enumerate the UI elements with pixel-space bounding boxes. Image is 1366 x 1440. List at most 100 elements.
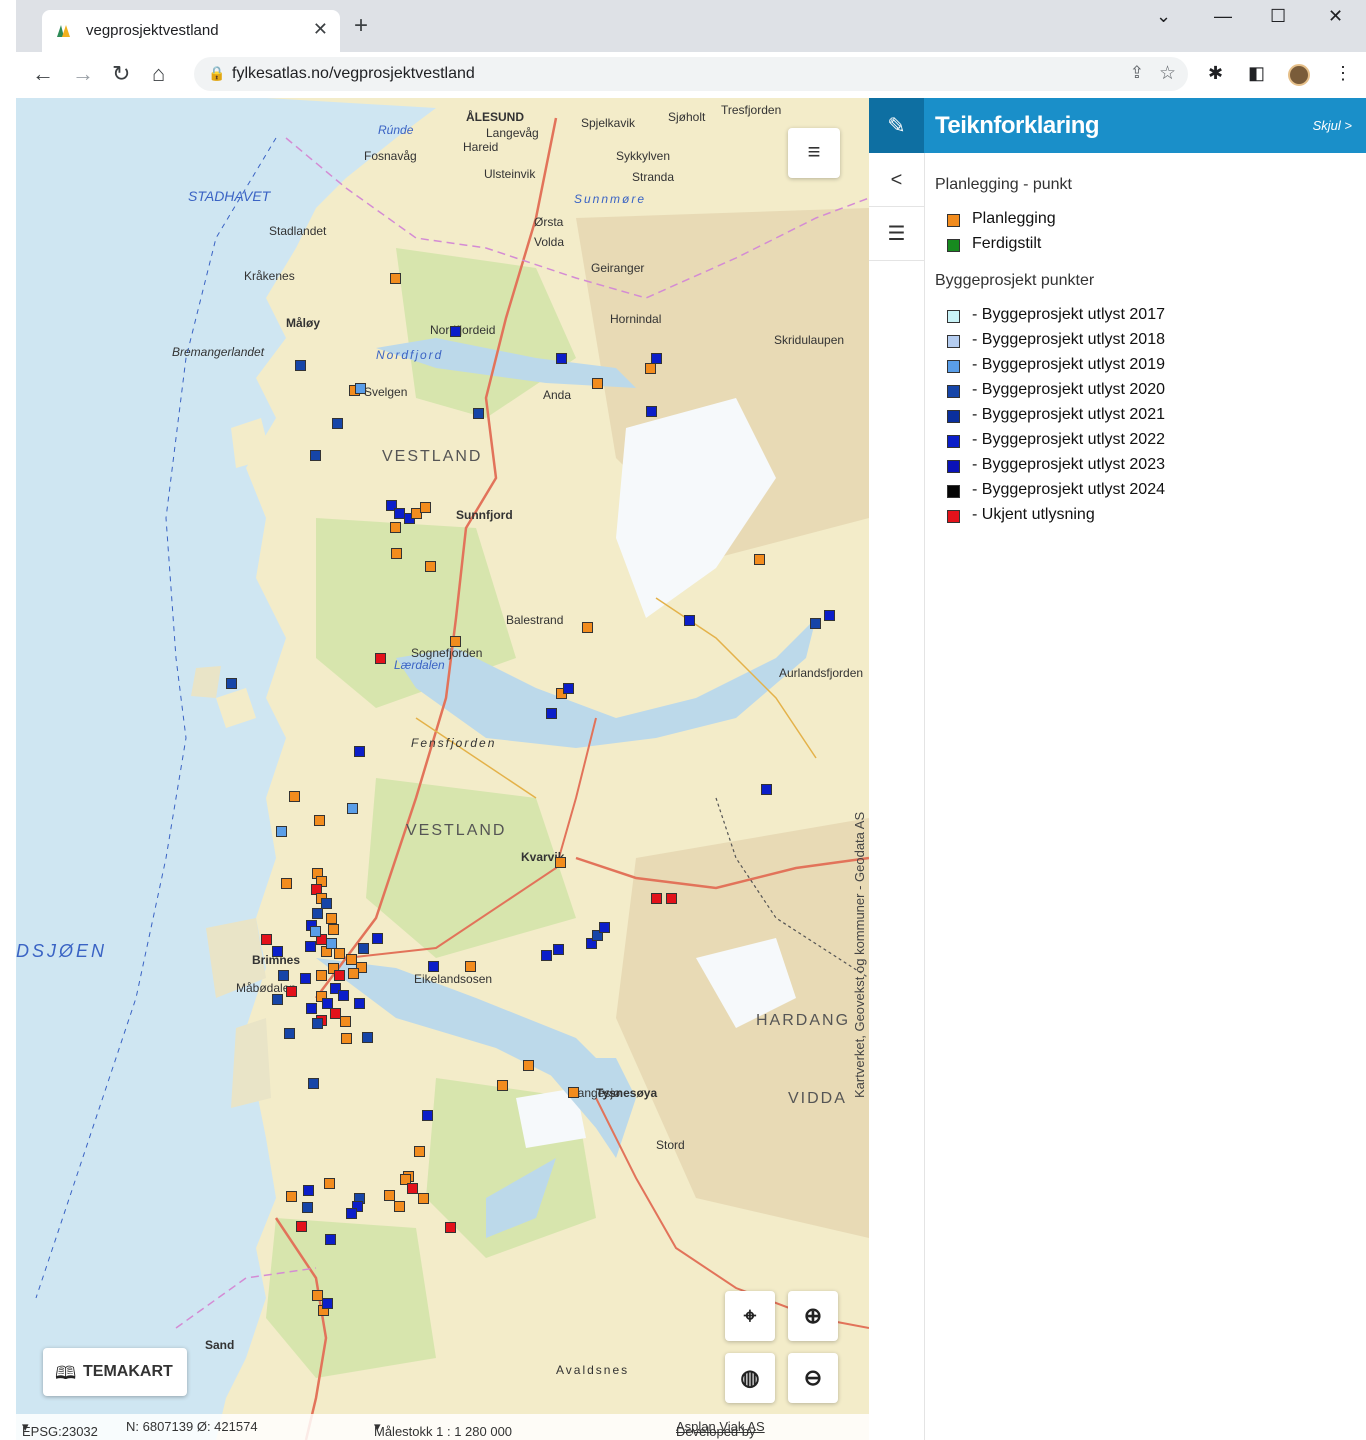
- project-marker[interactable]: [312, 1290, 323, 1301]
- project-marker[interactable]: [325, 1234, 336, 1245]
- forward-icon[interactable]: →: [72, 61, 94, 86]
- lock-icon[interactable]: 🔒: [208, 65, 226, 81]
- project-marker[interactable]: [407, 1183, 418, 1194]
- project-marker[interactable]: [582, 622, 593, 633]
- project-marker[interactable]: [334, 948, 345, 959]
- tab-close-icon[interactable]: ✕: [312, 19, 328, 39]
- project-marker[interactable]: [523, 1060, 534, 1071]
- project-marker[interactable]: [418, 1193, 429, 1204]
- map-menu-button[interactable]: ≡: [788, 128, 840, 178]
- projection-select[interactable]: EPSG:23032 ▾: [22, 1419, 98, 1439]
- project-marker[interactable]: [300, 973, 311, 984]
- locate-button[interactable]: ⌖: [725, 1291, 775, 1341]
- project-marker[interactable]: [310, 450, 321, 461]
- project-marker[interactable]: [316, 970, 327, 981]
- project-marker[interactable]: [824, 610, 835, 621]
- project-marker[interactable]: [391, 548, 402, 559]
- project-marker[interactable]: [314, 815, 325, 826]
- project-marker[interactable]: [553, 944, 564, 955]
- project-marker[interactable]: [684, 615, 695, 626]
- project-marker[interactable]: [226, 678, 237, 689]
- side-panel-icon[interactable]: ◧: [1248, 63, 1266, 83]
- project-marker[interactable]: [754, 554, 765, 565]
- project-marker[interactable]: [390, 522, 401, 533]
- project-marker[interactable]: [473, 408, 484, 419]
- project-marker[interactable]: [326, 938, 337, 949]
- project-marker[interactable]: [645, 363, 656, 374]
- project-marker[interactable]: [334, 970, 345, 981]
- project-marker[interactable]: [355, 383, 366, 394]
- project-marker[interactable]: [330, 983, 341, 994]
- project-marker[interactable]: [651, 893, 662, 904]
- project-marker[interactable]: [666, 893, 677, 904]
- project-marker[interactable]: [322, 1298, 333, 1309]
- project-marker[interactable]: [568, 1087, 579, 1098]
- project-marker[interactable]: [372, 933, 383, 944]
- project-marker[interactable]: [354, 746, 365, 757]
- project-marker[interactable]: [497, 1080, 508, 1091]
- share-icon[interactable]: <: [869, 154, 924, 207]
- project-marker[interactable]: [450, 326, 461, 337]
- project-marker[interactable]: [328, 963, 339, 974]
- project-marker[interactable]: [289, 791, 300, 802]
- project-marker[interactable]: [286, 986, 297, 997]
- map-view[interactable]: ÅLESUND Spjelkavik Sjøholt Tresfjorden R…: [16, 98, 869, 1440]
- browser-menu-icon[interactable]: ⋮: [1334, 63, 1352, 83]
- browser-tab[interactable]: vegprosjektvestland ✕: [42, 10, 340, 52]
- brush-icon[interactable]: ✎: [869, 98, 924, 153]
- address-bar[interactable]: 🔒 fylkesatlas.no/vegprosjektvestland ⇪ ☆: [194, 57, 1188, 91]
- minimize-icon[interactable]: —: [1214, 6, 1232, 26]
- project-marker[interactable]: [563, 683, 574, 694]
- bookmark-star-icon[interactable]: ☆: [1158, 63, 1176, 84]
- project-marker[interactable]: [278, 970, 289, 981]
- project-marker[interactable]: [305, 941, 316, 952]
- project-marker[interactable]: [306, 1003, 317, 1014]
- project-marker[interactable]: [346, 954, 357, 965]
- project-marker[interactable]: [356, 962, 367, 973]
- maximize-icon[interactable]: ☐: [1270, 6, 1287, 26]
- project-marker[interactable]: [592, 378, 603, 389]
- project-marker[interactable]: [338, 990, 349, 1001]
- project-marker[interactable]: [546, 708, 557, 719]
- developer-link[interactable]: Asplan Viak AS: [676, 1419, 765, 1434]
- project-marker[interactable]: [651, 353, 662, 364]
- project-marker[interactable]: [295, 360, 306, 371]
- project-marker[interactable]: [348, 968, 359, 979]
- layers-icon[interactable]: ☰: [869, 208, 924, 261]
- project-marker[interactable]: [375, 653, 386, 664]
- back-icon[interactable]: ←: [32, 61, 54, 86]
- project-marker[interactable]: [358, 943, 369, 954]
- project-marker[interactable]: [312, 908, 323, 919]
- project-marker[interactable]: [362, 1032, 373, 1043]
- project-marker[interactable]: [332, 418, 343, 429]
- project-marker[interactable]: [445, 1222, 456, 1233]
- project-marker[interactable]: [394, 1201, 405, 1212]
- zoom-in-button[interactable]: ⊕: [788, 1291, 838, 1341]
- project-marker[interactable]: [586, 938, 597, 949]
- project-marker[interactable]: [272, 946, 283, 957]
- project-marker[interactable]: [592, 930, 603, 941]
- zoom-out-button[interactable]: ⊖: [788, 1353, 838, 1403]
- project-marker[interactable]: [281, 878, 292, 889]
- project-marker[interactable]: [465, 961, 476, 972]
- scale-select[interactable]: Målestokk 1 : 1 280 000 ▾: [374, 1419, 513, 1439]
- project-marker[interactable]: [341, 1033, 352, 1044]
- reload-icon[interactable]: ↻: [112, 61, 131, 86]
- temakart-button[interactable]: 🕮 TEMAKART: [43, 1348, 187, 1396]
- project-marker[interactable]: [390, 273, 401, 284]
- project-marker[interactable]: [321, 898, 332, 909]
- project-marker[interactable]: [646, 406, 657, 417]
- project-marker[interactable]: [422, 1110, 433, 1121]
- project-marker[interactable]: [302, 1202, 313, 1213]
- project-marker[interactable]: [354, 998, 365, 1009]
- project-marker[interactable]: [400, 1174, 411, 1185]
- project-marker[interactable]: [347, 803, 358, 814]
- project-marker[interactable]: [330, 1008, 341, 1019]
- project-marker[interactable]: [541, 950, 552, 961]
- project-marker[interactable]: [316, 991, 327, 1002]
- project-marker[interactable]: [599, 922, 610, 933]
- project-marker[interactable]: [328, 924, 339, 935]
- project-marker[interactable]: [420, 502, 431, 513]
- project-marker[interactable]: [450, 636, 461, 647]
- project-marker[interactable]: [428, 961, 439, 972]
